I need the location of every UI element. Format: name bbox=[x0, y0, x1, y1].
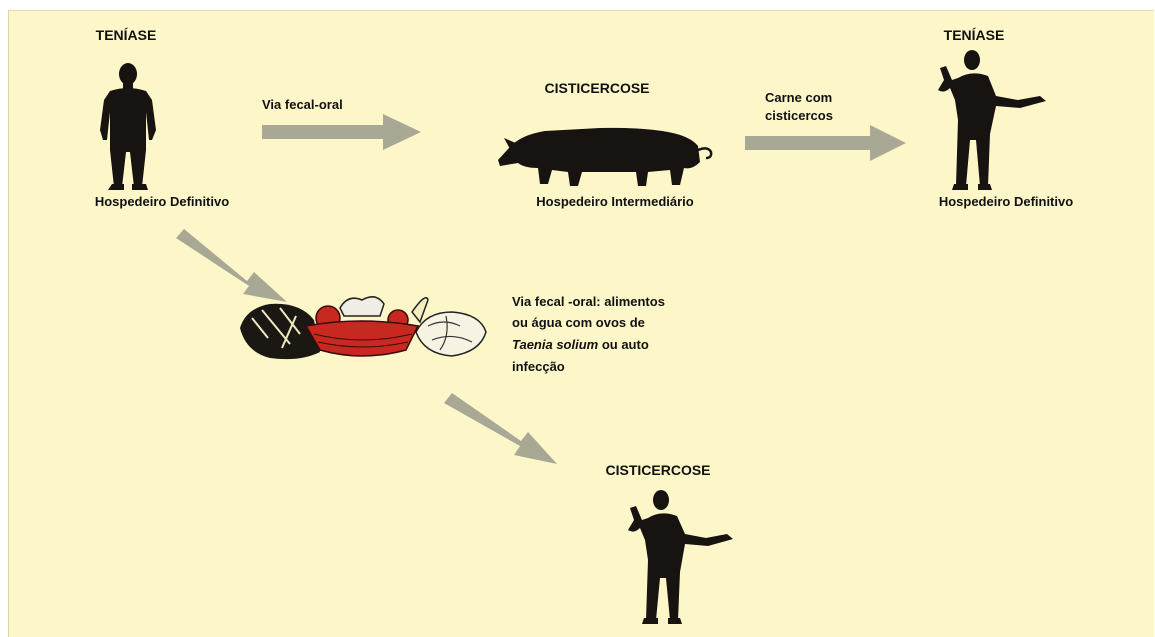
man-gesturing-icon bbox=[628, 490, 733, 624]
right-host-caption: Hospedeiro Definitivo bbox=[938, 194, 1074, 209]
meat-label-line1: Carne com bbox=[765, 90, 833, 105]
arrow-right-icon bbox=[745, 125, 906, 161]
man-standing-icon bbox=[100, 63, 156, 190]
food-label-line4: infecção bbox=[512, 359, 565, 374]
food-basket-icon bbox=[240, 296, 487, 360]
man-gesturing-icon bbox=[938, 50, 1046, 190]
left-host-caption: Hospedeiro Definitivo bbox=[94, 194, 230, 209]
arrow-right-icon bbox=[262, 114, 421, 150]
pig-caption: Hospedeiro Intermediário bbox=[536, 194, 694, 209]
species-name: Taenia solium bbox=[512, 337, 599, 352]
bottom-host-title: CISTICERCOSE bbox=[605, 462, 711, 478]
arrow-diagonal-icon bbox=[176, 229, 287, 302]
food-label-line3: Taenia solium ou auto bbox=[512, 337, 649, 352]
arrow-diagonal-icon bbox=[444, 393, 557, 464]
fecal-oral-label: Via fecal-oral bbox=[262, 97, 343, 112]
food-label-line2: ou água com ovos de bbox=[512, 315, 645, 330]
food-label-line3-rest: ou auto bbox=[598, 337, 649, 352]
pig-icon bbox=[498, 127, 713, 186]
right-host-title: TENÍASE bbox=[943, 27, 1005, 43]
left-host-title: TENÍASE bbox=[95, 27, 157, 43]
meat-label-line2: cisticercos bbox=[765, 108, 833, 123]
pig-title: CISTICERCOSE bbox=[544, 80, 650, 96]
food-label-line1: Via fecal -oral: alimentos bbox=[512, 294, 665, 309]
